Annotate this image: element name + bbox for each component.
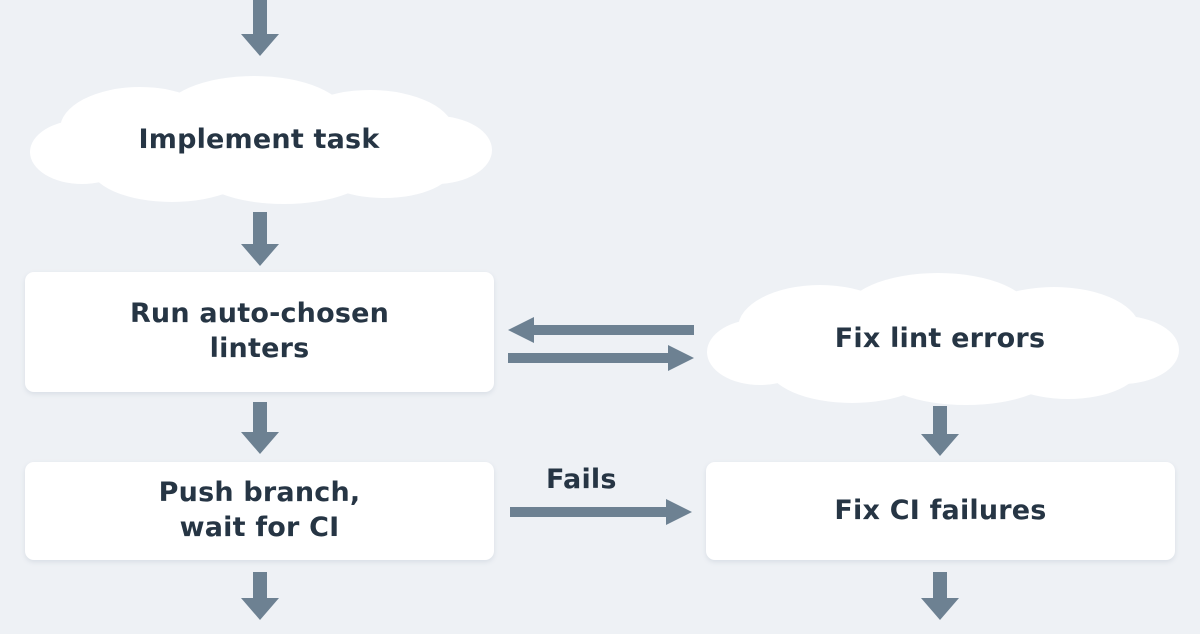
node-label: Implement task: [138, 123, 380, 155]
arrow-linters-to-push: [236, 402, 284, 458]
node-label: Push branch, wait for CI: [158, 477, 361, 543]
node-label: Fix lint errors: [834, 322, 1046, 354]
node-push-branch[interactable]: Push branch, wait for CI: [25, 462, 494, 560]
node-fix-ci-failures[interactable]: Fix CI failures: [706, 462, 1175, 560]
node-implement-task[interactable]: Implement task: [22, 74, 496, 206]
node-label: Fix CI failures: [834, 494, 1047, 526]
arrow-fixlint-to-linters: [508, 316, 694, 344]
arrow-linters-to-fixlint: [508, 344, 694, 372]
cloud-shape: [30, 76, 492, 204]
node-label: Run auto-chosen linters: [129, 298, 390, 364]
cloud-shape: [707, 273, 1179, 405]
arrow-push-to-fixci: [510, 498, 692, 526]
node-fix-lint-errors[interactable]: Fix lint errors: [698, 272, 1182, 406]
arrow-implement-to-linters: [236, 212, 284, 270]
arrow-push-exit: [236, 572, 284, 634]
arrow-fixlint-to-fixci: [916, 406, 964, 460]
arrow-fixci-exit: [916, 572, 964, 634]
edge-label-fails: Fails: [546, 464, 617, 495]
arrow-top-entry: [236, 0, 284, 60]
node-run-linters[interactable]: Run auto-chosen linters: [25, 272, 494, 392]
